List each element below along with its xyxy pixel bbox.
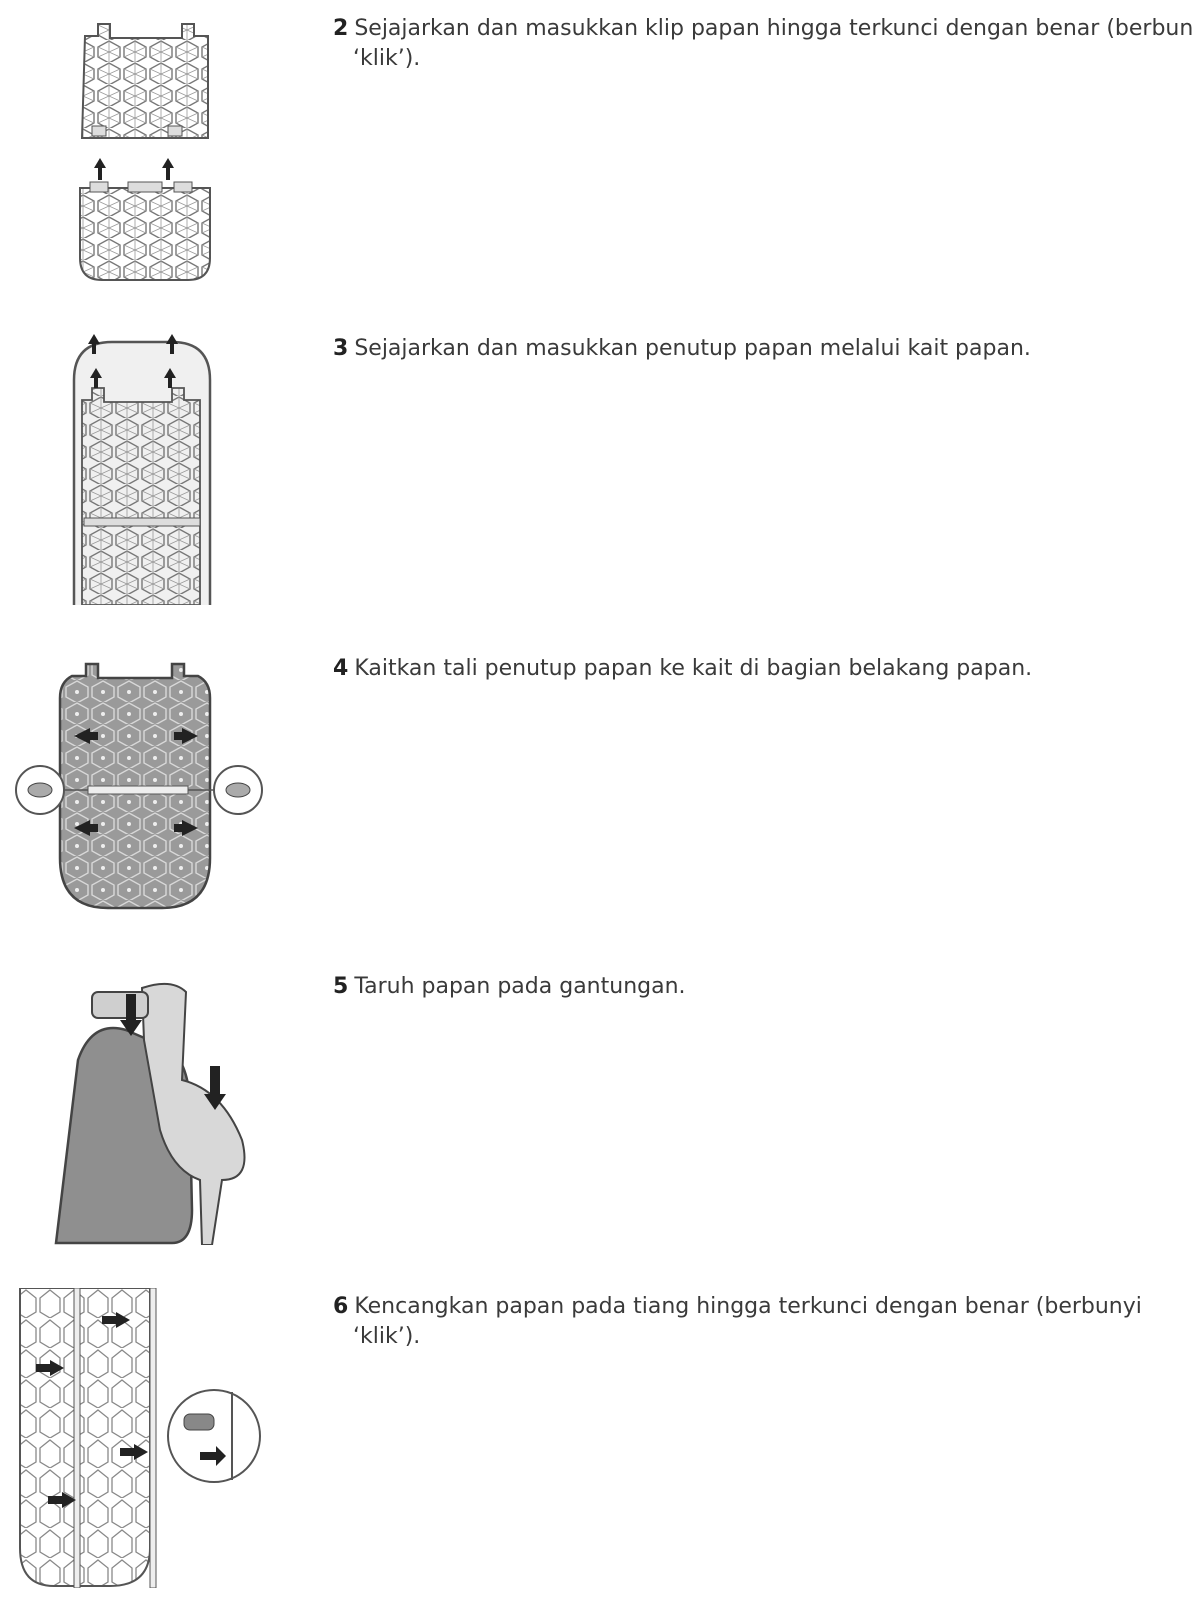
step-instruction-continued: ‘klik’). — [353, 46, 421, 71]
step-number: 5 — [333, 974, 349, 999]
step-instruction: Sejajarkan dan masukkan klip papan hingg… — [354, 16, 1193, 41]
step-instruction: Taruh papan pada gantungan. — [354, 974, 686, 999]
step-number: 4 — [333, 656, 349, 681]
step-instruction: Kaitkan tali penutup papan ke kait di ba… — [354, 656, 1033, 681]
step-instruction: Sejajarkan dan masukkan penutup papan me… — [354, 336, 1031, 361]
step-instruction: Kencangkan papan pada tiang hingga terku… — [354, 1294, 1142, 1319]
board-pole-lock-illustration — [14, 1288, 264, 1588]
cover-strap-hook-illustration — [12, 658, 272, 918]
step-number: 6 — [333, 1294, 349, 1319]
board-on-hanger-illustration — [52, 980, 262, 1245]
board-clip-attach-illustration — [70, 18, 220, 288]
step-number: 2 — [333, 16, 349, 41]
step-number: 3 — [333, 336, 349, 361]
board-cover-insert-illustration — [62, 330, 222, 605]
step-instruction-continued: ‘klik’). — [353, 1324, 421, 1349]
